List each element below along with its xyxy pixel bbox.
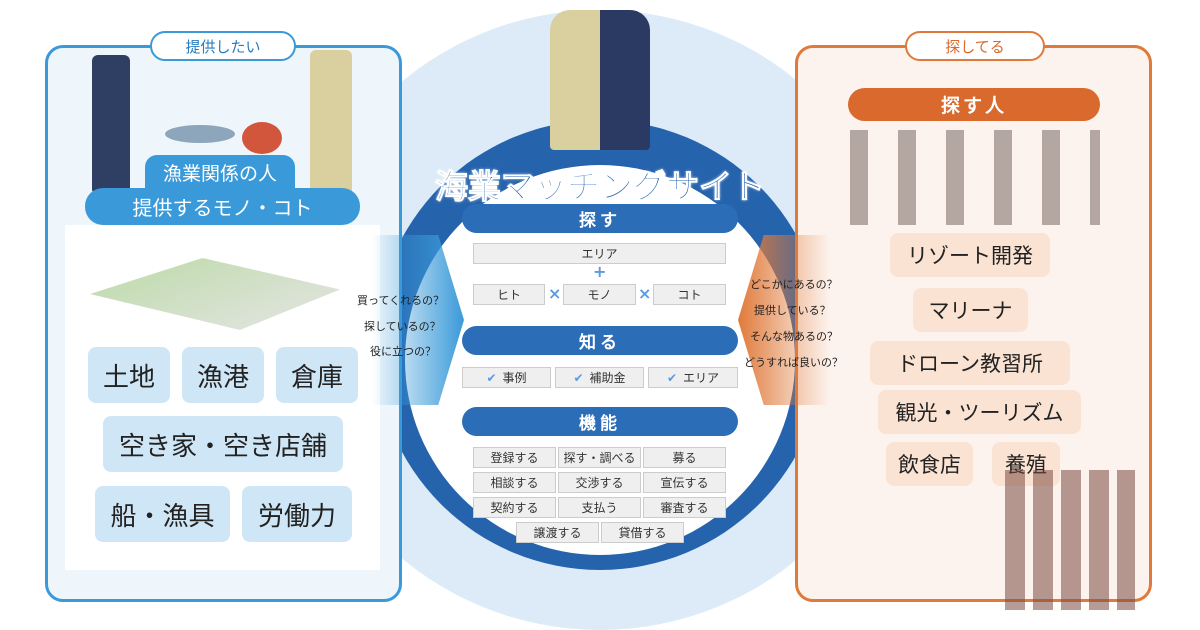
provider-header: 漁業関係の人 提供するモノ・コト <box>85 155 360 225</box>
tag-labor: 労働力 <box>242 486 352 542</box>
provider-header-line1: 漁業関係の人 <box>145 155 295 190</box>
right-question: どこかにあるの？ <box>750 278 838 291</box>
crab-illustration <box>242 122 282 154</box>
right-question: そんな物あるの？ <box>750 330 838 343</box>
function-contract[interactable]: 契約する <box>473 497 556 518</box>
seeker-label: 探してる <box>905 31 1045 61</box>
function-pay[interactable]: 支払う <box>558 497 641 518</box>
check-icon: ✔ <box>486 370 497 385</box>
times-icon: × <box>548 284 562 303</box>
times-icon: × <box>638 284 652 303</box>
provider-header-line2: 提供するモノ・コト <box>85 188 360 225</box>
seeker-header: 探す人 <box>848 88 1100 121</box>
tag-boat: 船・漁具 <box>95 486 230 542</box>
function-review[interactable]: 審査する <box>643 497 726 518</box>
left-question: 役に立つの？ <box>370 345 436 358</box>
function-advertise[interactable]: 宣伝する <box>643 472 726 493</box>
know-cases[interactable]: ✔事例 <box>462 367 551 388</box>
tag-port: 漁港 <box>182 347 264 403</box>
function-transfer[interactable]: 譲渡する <box>516 522 599 543</box>
search-section-header: 探す <box>462 204 738 233</box>
function-lease[interactable]: 貸借する <box>601 522 684 543</box>
crowd-illustration <box>1005 470 1135 610</box>
tag-restaurant: 飲食店 <box>886 442 973 486</box>
functions-section-header: 機能 <box>462 407 738 436</box>
function-register[interactable]: 登録する <box>473 447 556 468</box>
tag-land: 土地 <box>88 347 170 403</box>
tag-warehouse: 倉庫 <box>276 347 358 403</box>
know-subsidies[interactable]: ✔補助金 <box>555 367 644 388</box>
tag-resort: リゾート開発 <box>890 233 1050 277</box>
function-recruit[interactable]: 募る <box>643 447 726 468</box>
check-icon: ✔ <box>666 370 678 385</box>
function-negotiate[interactable]: 交渉する <box>558 472 641 493</box>
plus-icon: + <box>593 262 607 281</box>
worker-illustration <box>310 50 352 195</box>
check-icon: ✔ <box>573 370 584 385</box>
left-question: 買ってくれるの？ <box>357 294 445 307</box>
tag-vacant: 空き家・空き店舗 <box>103 416 343 472</box>
search-area[interactable]: エリア <box>473 243 726 264</box>
seekers-illustration <box>850 130 1100 225</box>
handshake-illustration <box>550 10 650 150</box>
right-question: 提供している？ <box>754 304 831 317</box>
know-section-header: 知る <box>462 326 738 355</box>
function-search[interactable]: 探す・調べる <box>558 447 641 468</box>
search-people[interactable]: ヒト <box>473 284 545 305</box>
left-question: 探しているの？ <box>364 320 441 333</box>
fish-illustration <box>165 125 235 143</box>
tag-drone-school: ドローン教習所 <box>870 341 1070 385</box>
know-area[interactable]: ✔エリア <box>648 367 738 388</box>
site-title: 海業マッチングサイト <box>435 167 766 207</box>
fisherman-illustration <box>92 55 130 195</box>
search-things[interactable]: モノ <box>563 284 636 305</box>
function-consult[interactable]: 相談する <box>473 472 556 493</box>
provider-label: 提供したい <box>150 31 296 61</box>
search-experiences[interactable]: コト <box>653 284 726 305</box>
tag-tourism: 観光・ツーリズム <box>878 390 1081 434</box>
right-question: どうすれば良いの？ <box>744 356 843 369</box>
tag-marina: マリーナ <box>913 288 1028 332</box>
